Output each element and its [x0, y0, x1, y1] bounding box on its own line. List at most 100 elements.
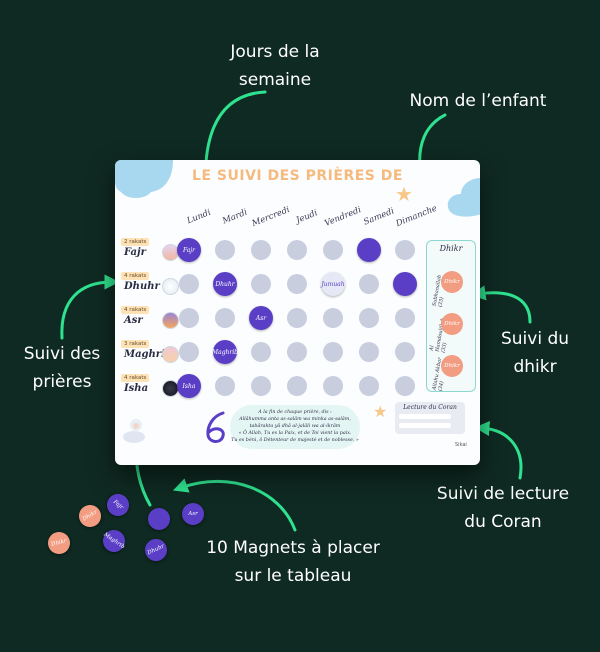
sunset-icon [162, 346, 179, 363]
dua-line: A la fin de chaque prière, dis : [258, 410, 332, 415]
grid-cell[interactable] [395, 308, 415, 328]
dua-box: A la fin de chaque prière, dis : Allâhum… [230, 405, 360, 449]
grid-cell[interactable] [287, 376, 307, 396]
callout-magnets: 10 Magnets à placer sur le tableau [193, 534, 393, 590]
dua-line: « Ô Allah, Tu es la Paix, et de Toi vien… [238, 431, 352, 436]
loose-magnet[interactable]: Fajr [102, 489, 134, 521]
callout-line: Suivi de lecture [436, 484, 570, 504]
grid-cell[interactable] [251, 274, 271, 294]
callout-line: dhikr [513, 357, 557, 377]
grid-cell[interactable] [323, 342, 343, 362]
placed-magnet[interactable] [393, 272, 417, 296]
grid-cell[interactable] [359, 308, 379, 328]
dhikr-magnet[interactable]: Dhikr [441, 313, 463, 335]
rakats-tag: 4 rakats [121, 306, 150, 314]
day-label: Mardi [221, 207, 249, 227]
callout-line: prières [32, 372, 92, 392]
prayer-row-label: 2 rakats Fajr [121, 238, 181, 268]
grid-cell[interactable] [251, 342, 271, 362]
child-praying-illustration [123, 419, 145, 443]
rakats-tag: 3 rakats [121, 340, 150, 348]
dua-line: Tu es béni, ô Détenteur de majesté et de… [231, 438, 359, 443]
grid-cell[interactable] [395, 376, 415, 396]
quran-title: Lecture du Coran [403, 404, 457, 411]
rakats-tag: 4 rakats [121, 374, 150, 382]
prayer-name: Maghrib [124, 349, 172, 360]
prayer-row-label: 4 rakats Dhuhr [121, 272, 181, 302]
callout-line: semaine [238, 70, 312, 90]
quran-tracker: Lecture du Coran [395, 402, 465, 434]
prayer-name: Asr [124, 315, 143, 326]
grid-cell[interactable] [323, 376, 343, 396]
dua-line: Allâhumma anta as-salâm wa minka as-salâ… [239, 417, 351, 422]
grid-cell[interactable] [287, 308, 307, 328]
prayer-row-label: 3 rakats Maghrib [121, 340, 181, 370]
callout-line: Jours de la [230, 42, 320, 62]
arrow-prieres [60, 274, 120, 340]
board-title: LE SUIVI DES PRIÈRES DE [192, 168, 403, 184]
callout-nom-enfant: Nom de l’enfant [398, 87, 558, 115]
loose-magnet[interactable]: Dhikr [74, 500, 106, 532]
placed-magnet[interactable]: Fajr [177, 238, 201, 262]
prayer-tracker-board: LE SUIVI DES PRIÈRES DE ★ ★ Lundi Mardi … [115, 160, 480, 465]
grid-cell[interactable] [251, 240, 271, 260]
loose-magnet[interactable]: Dhikr [45, 529, 73, 557]
grid-cell[interactable] [179, 342, 199, 362]
callout-suivi-prieres: Suivi des prières [12, 340, 112, 396]
prayer-name: Isha [124, 383, 149, 394]
prayer-name: Dhuhr [124, 281, 160, 292]
brand-logo: Sikai [455, 442, 467, 448]
placed-magnet[interactable]: Maghrib [212, 340, 238, 364]
grid-cell[interactable] [215, 376, 235, 396]
grid-cell[interactable] [395, 342, 415, 362]
cloud-icon [115, 160, 173, 198]
placed-magnet[interactable]: Isha [177, 374, 201, 398]
placed-magnet[interactable]: Dhuhr [213, 272, 237, 296]
prayer-name: Fajr [124, 247, 146, 258]
grid-cell[interactable] [323, 240, 343, 260]
callout-line: Nom de l’enfant [409, 91, 547, 111]
rakats-tag: 4 rakats [121, 272, 150, 280]
grid-cell[interactable] [251, 376, 271, 396]
callout-jours-semaine: Jours de la semaine [220, 38, 330, 94]
dhikr-magnet[interactable]: Dhikr [441, 355, 463, 377]
loose-magnet[interactable] [148, 508, 170, 530]
grid-cell[interactable] [395, 240, 415, 260]
quran-field[interactable] [399, 423, 451, 428]
callout-line: 10 Magnets à placer [206, 538, 380, 558]
day-label: Vendredi [323, 205, 363, 229]
grid-cell[interactable] [359, 342, 379, 362]
placed-magnet[interactable]: Jumuah [321, 272, 345, 296]
day-label: Mercredi [250, 204, 292, 230]
day-label: Lundi [185, 207, 213, 227]
grid-cell[interactable] [215, 240, 235, 260]
dhikr-panel: Dhikr Subhanallah (33) Dhikr Al Hamdouli… [426, 240, 476, 392]
dhikr-magnet[interactable]: Dhikr [441, 271, 463, 293]
loose-magnet[interactable]: Maghrib [98, 525, 130, 557]
grid-cell[interactable] [287, 240, 307, 260]
number-six-icon [206, 411, 225, 443]
dhikr-title: Dhikr [439, 244, 463, 253]
quran-field[interactable] [399, 414, 451, 419]
grid-cell[interactable] [287, 342, 307, 362]
prayer-row-label: 4 rakats Asr [121, 306, 181, 336]
grid-cell[interactable] [287, 274, 307, 294]
loose-magnet[interactable]: Asr [182, 503, 204, 525]
loose-magnet[interactable]: Dhuhr [141, 535, 171, 565]
callout-suivi-coran: Suivi de lecture du Coran [418, 480, 588, 536]
weekday-header: Lundi Mardi Mercredi Jeudi Vendredi Same… [179, 204, 439, 234]
day-label: Dimanche [394, 203, 439, 230]
placed-magnet[interactable] [357, 238, 381, 262]
grid-cell[interactable] [359, 274, 379, 294]
callout-line: sur le tableau [234, 566, 352, 586]
placed-magnet[interactable]: Asr [249, 306, 273, 330]
grid-cell[interactable] [359, 376, 379, 396]
arrow-coran [474, 421, 523, 480]
prayer-row-label: 4 rakats Isha [121, 374, 181, 404]
afternoon-icon [162, 312, 179, 329]
grid-cell[interactable] [323, 308, 343, 328]
grid-cell[interactable] [179, 274, 199, 294]
day-label: Jeudi [294, 208, 320, 226]
grid-cell[interactable] [179, 308, 199, 328]
grid-cell[interactable] [215, 308, 235, 328]
